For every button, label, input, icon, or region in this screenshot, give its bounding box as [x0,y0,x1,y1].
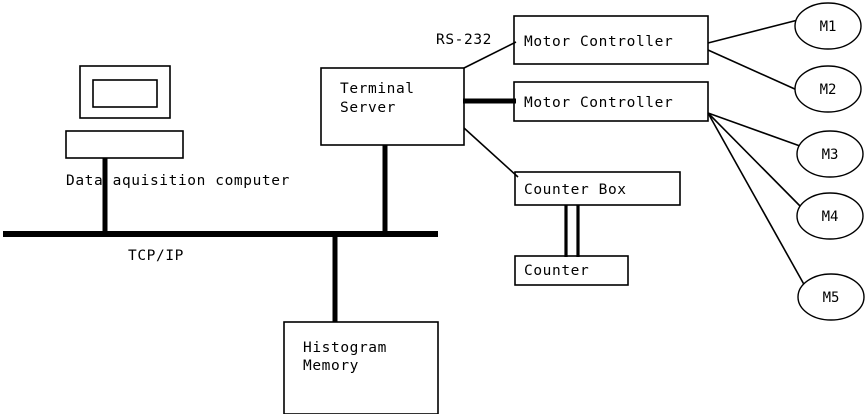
motor-node-m5 [797,273,865,321]
link-mc1-to-m2 [707,49,798,91]
motor-node-m2 [794,65,862,113]
histogram-memory-box [283,321,439,414]
motor-label-m5: M5 [823,290,840,306]
histogram-memory-label-line1: Histogram [303,340,387,356]
motor-label-m4: M4 [822,209,839,225]
rs232-link-to-motor-controller-1 [463,41,517,69]
counter-box-box [514,171,681,206]
histogram-memory-label-line2: Memory [303,358,359,374]
motor-controller-1-label: Motor Controller [524,34,673,50]
link-to-counter-box [463,127,519,178]
counter-label: Counter [524,263,589,279]
monitor-screen [92,79,158,108]
counter-box-label: Counter Box [524,182,627,198]
terminal-server-box [320,67,465,146]
motor-label-m2: M2 [820,82,837,98]
link-mc2-to-m5 [707,112,807,289]
link-mc1-to-m1 [707,19,799,44]
computer-label: Data aquisition computer [66,173,290,189]
motor-node-m4 [796,192,864,240]
terminal-server-label-line1: Terminal [340,81,415,97]
terminal-server-label-line2: Server [340,100,396,116]
link-mc2-to-m4 [707,112,803,209]
tcpip-bus-label: TCP/IP [128,248,184,264]
motor-label-m3: M3 [822,147,839,163]
motor-node-m3 [796,130,864,178]
counter-box [514,255,629,286]
motor-controller-2-label: Motor Controller [524,95,673,111]
motor-label-m1: M1 [820,19,837,35]
motor-node-m1 [794,2,862,50]
keyboard [65,130,184,159]
motor-controller-1-box [513,15,709,65]
rs232-label: RS-232 [436,32,492,48]
link-mc2-to-m3 [707,112,801,147]
